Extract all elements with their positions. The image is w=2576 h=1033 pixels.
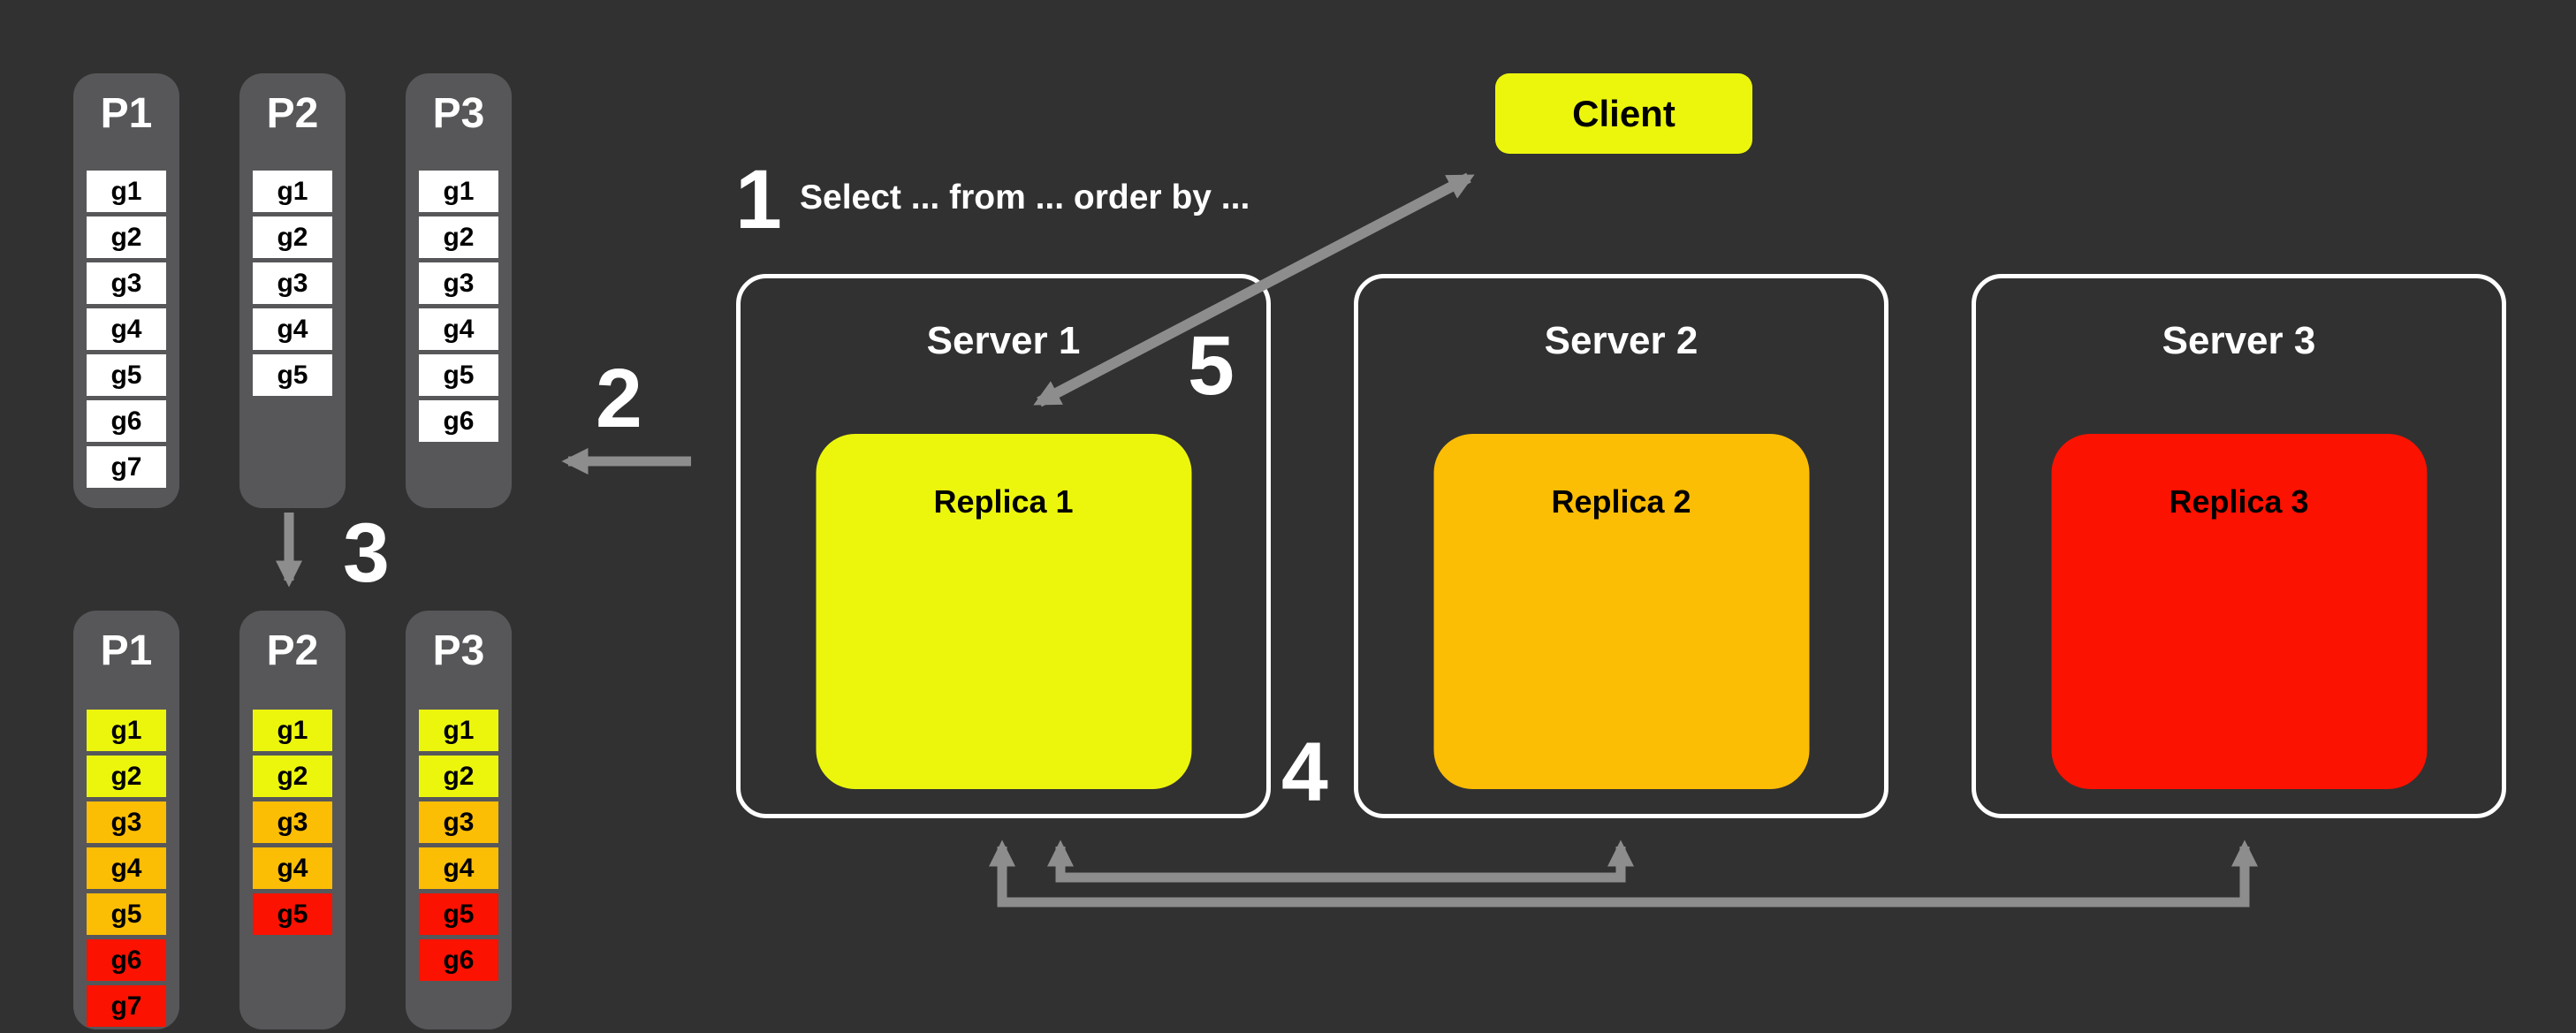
step-1-query-text: Select ... from ... order by ... [800,178,1250,216]
partition-cell: g3 [87,801,166,843]
replica-2-box: Replica 2 [1433,434,1809,789]
partition-cell: g1 [253,171,332,212]
partition-label: P1 [100,627,153,674]
partition-cell: g5 [419,893,498,935]
server-3-box: Server 3 Replica 3 [1972,274,2506,818]
partition-label: P3 [432,90,485,137]
step-1-number: 1 [735,153,782,247]
partition-label: P1 [100,90,153,137]
partition-cell: g4 [87,308,166,350]
partition-before-p3: P3 g1 g2 g3 g4 g5 g6 [406,73,512,508]
partition-cell: g5 [253,893,332,935]
partition-label: P3 [432,627,485,674]
partition-cell: g2 [419,756,498,797]
replica-label: Replica 2 [1551,483,1691,520]
replica-1-box: Replica 1 [816,434,1191,789]
partition-cell: g6 [419,939,498,981]
partition-cell: g1 [87,710,166,751]
partition-cell: g4 [419,847,498,889]
partition-before-p1: P1 g1 g2 g3 g4 g5 g6 g7 [73,73,179,508]
partition-cell: g1 [253,710,332,751]
step-2-number: 2 [596,352,642,445]
partition-cell: g2 [253,216,332,258]
partition-cell: g1 [419,171,498,212]
partition-cell: g5 [87,354,166,396]
partition-cell: g4 [253,308,332,350]
partition-cell: g3 [253,801,332,843]
step-4-number: 4 [1281,725,1328,819]
partition-after-p2: P2 g1 g2 g3 g4 g5 [239,611,346,1029]
partition-cell: g3 [87,262,166,304]
partition-cell: g4 [419,308,498,350]
server-1-box: Server 1 Replica 1 [736,274,1271,818]
partition-cell: g4 [253,847,332,889]
partition-cell: g4 [87,847,166,889]
partition-cell: g6 [419,400,498,442]
partition-label: P2 [266,627,319,674]
partition-cell: g1 [419,710,498,751]
partition-cell: g5 [419,354,498,396]
step-3-number: 3 [343,506,390,600]
client-box: Client [1495,73,1752,154]
partition-after-p3: P3 g1 g2 g3 g4 g5 g6 [406,611,512,1029]
server1-server2-arrow-icon [1047,839,1634,883]
server1-server3-arrow-icon [989,839,2258,908]
server-2-box: Server 2 Replica 2 [1354,274,1888,818]
partition-cell: g2 [87,756,166,797]
partition-cell: g3 [419,801,498,843]
partition-cell: g3 [253,262,332,304]
partition-cell: g2 [87,216,166,258]
replica-3-box: Replica 3 [2051,434,2427,789]
replica-label: Replica 1 [933,483,1074,520]
partition-cell: g2 [253,756,332,797]
partition-cell: g5 [87,893,166,935]
partition-cell: g2 [419,216,498,258]
partition-cell: g5 [253,354,332,396]
partition-cell: g6 [87,400,166,442]
step-5-number: 5 [1188,319,1235,413]
server-label: Server 3 [2162,319,2316,362]
partition-cell: g1 [87,171,166,212]
partition-after-p1: P1 g1 g2 g3 g4 g5 g6 g7 [73,611,179,1029]
partition-cell: g7 [87,446,166,488]
replica-label: Replica 3 [2169,483,2309,520]
partition-cell: g3 [419,262,498,304]
partition-label: P2 [266,90,319,137]
partition-cell: g6 [87,939,166,981]
partition-before-p2: P2 g1 g2 g3 g4 g5 [239,73,346,508]
partition-cell: g7 [87,985,166,1027]
server-label: Server 2 [1544,319,1698,362]
